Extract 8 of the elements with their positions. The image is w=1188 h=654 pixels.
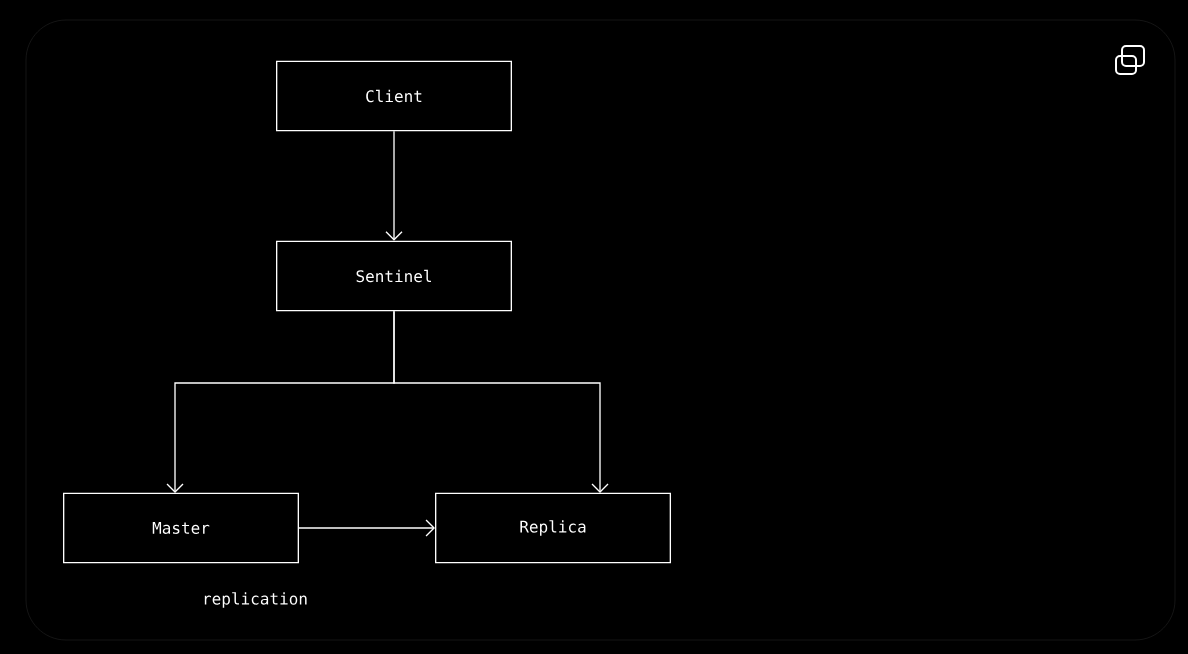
caption-text: replication [204, 592, 307, 608]
process-box: Replica [435, 492, 671, 564]
process-box: Sentinel [276, 240, 512, 312]
arrow [385, 130, 403, 241]
arrow [298, 519, 435, 537]
arrow [393, 310, 609, 493]
process-box: Client [276, 60, 512, 132]
process-box: Master [63, 492, 299, 564]
